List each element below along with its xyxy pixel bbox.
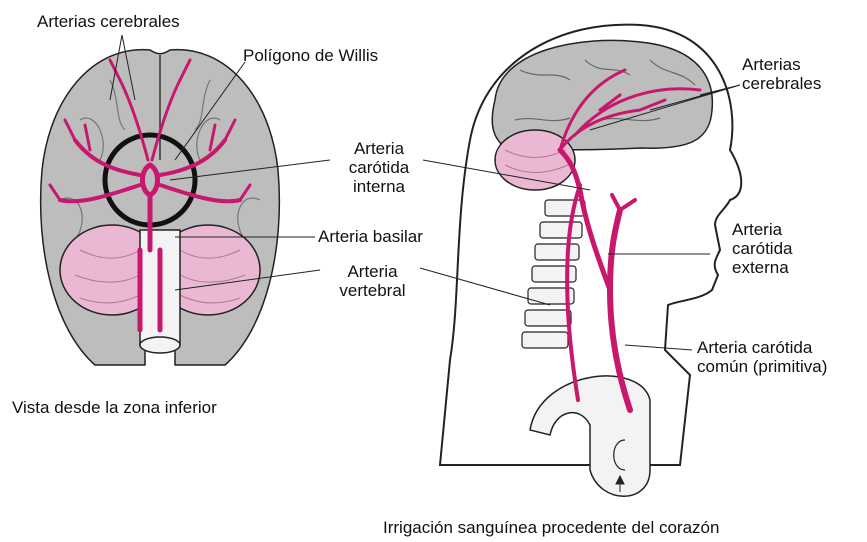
inferior-brain-view [41, 50, 280, 365]
label-arteria-vertebral: Arteria vertebral [325, 262, 420, 300]
label-arterias-cerebrales-right: Arterias cerebrales [742, 55, 821, 93]
lateral-head-view [440, 25, 741, 497]
label-carotida-comun: Arteria carótida común (primitiva) [697, 338, 827, 376]
label-carotida-externa: Arteria carótida externa [732, 220, 792, 277]
label-arterias-cerebrales-left: Arterias cerebrales [37, 12, 180, 31]
label-arteria-basilar: Arteria basilar [318, 227, 423, 246]
label-vista-inferior: Vista desde la zona inferior [12, 398, 217, 417]
label-irrigacion: Irrigación sanguínea procedente del cora… [383, 518, 719, 537]
label-carotida-interna: Arteria carótida interna [335, 139, 423, 196]
label-poligono-willis: Polígono de Willis [243, 46, 378, 65]
